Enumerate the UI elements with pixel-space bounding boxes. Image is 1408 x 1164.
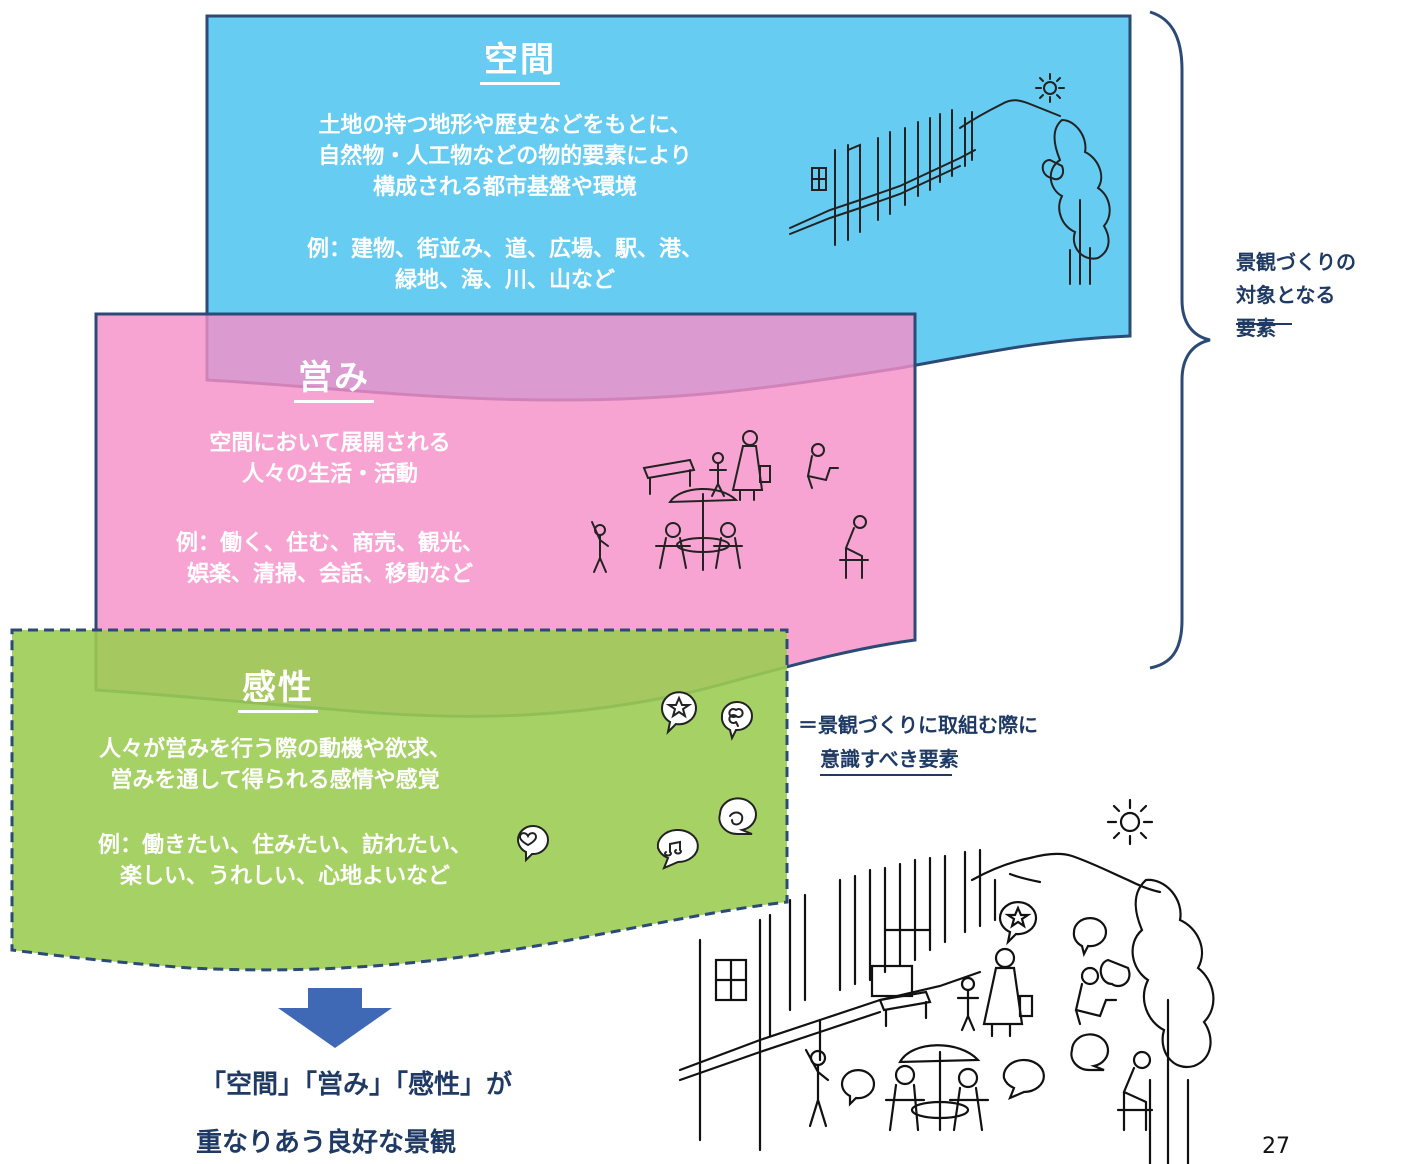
- conclusion-line1: 「空間」「営み」「感性」が: [200, 1070, 513, 1100]
- brace-note-line: 景観づくりの: [1236, 250, 1356, 274]
- sensibility-note-underlined: 意識すべき: [820, 747, 919, 771]
- sensibility-box: [10, 628, 789, 972]
- space-desc-line: 自然物・人工物などの物的要素により: [318, 144, 692, 169]
- sensibility-example: 例：働きたい、住みたい、訪れたい、 楽しい、うれしい、心地よいなど: [30, 830, 540, 892]
- activity-desc-line: 人々の生活・活動: [241, 462, 418, 487]
- sensibility-example-line: 楽しい、うれしい、心地よいなど: [119, 864, 450, 889]
- swirl-bubble-icon: [718, 797, 757, 836]
- sensibility-note-line1: ＝景観づくりに取組む際に: [798, 713, 1038, 737]
- page-number: 27: [1262, 1134, 1290, 1159]
- music-bubble-icon: [656, 829, 699, 870]
- down-arrow-icon: [278, 988, 392, 1048]
- sensibility-description: 人々が営みを行う際の動機や欲求、 営みを通して得られる感情や感覚: [30, 734, 520, 796]
- curly-brace: [1149, 10, 1211, 670]
- sensibility-note: ＝景観づくりに取組む際に 意識すべき要素: [798, 708, 1038, 776]
- combined-landscape-sketch: [678, 798, 1215, 1164]
- brace-note-line: 要素: [1236, 316, 1276, 340]
- sensibility-note-line2: 意識すべき要素: [798, 742, 1038, 776]
- emotion-bubbles: [516, 691, 757, 870]
- activity-desc-line: 空間において展開される: [209, 431, 451, 456]
- activity-example: 例：働く、住む、商売、観光、 娯楽、清掃、会話、移動など: [120, 528, 540, 590]
- space-desc-line: 土地の持つ地形や歴史などをもとに、: [318, 113, 692, 138]
- sensibility-title: 感性: [198, 660, 358, 713]
- sensibility-desc-line: 営みを通して得られる感情や感覚: [110, 768, 440, 793]
- space-example-line: 例：建物、街並み、道、広場、駅、港、: [306, 237, 703, 262]
- space-title: 空間: [440, 32, 600, 85]
- brace-note: 景観づくりの 対象となる 要素: [1236, 246, 1356, 345]
- activity-example-line: 例：働く、住む、商売、観光、: [175, 531, 484, 556]
- conclusion-line2: 重なりあう良好な景観: [196, 1128, 457, 1158]
- street-sketch-icon: [789, 73, 1111, 285]
- sensibility-note-rest: 要素: [918, 747, 959, 771]
- space-description: 土地の持つ地形や歴史などをもとに、 自然物・人工物などの物的要素により 構成され…: [240, 110, 770, 203]
- activity-example-line: 娯楽、清掃、会話、移動など: [186, 562, 473, 587]
- activity-title: 営み: [254, 350, 414, 403]
- people-sketch-icon: [591, 430, 869, 579]
- space-desc-line: 構成される都市基盤や環境: [372, 175, 637, 200]
- activity-description: 空間において展開される 人々の生活・活動: [130, 428, 530, 490]
- sensibility-example-line: 例：働きたい、住みたい、訪れたい、: [97, 833, 472, 858]
- space-example: 例：建物、街並み、道、広場、駅、港、 緑地、海、川、山など: [240, 234, 770, 296]
- brace-note-line: 対象となる: [1236, 283, 1336, 307]
- space-example-line: 緑地、海、川、山など: [394, 268, 615, 293]
- sensibility-desc-line: 人々が営みを行う際の動機や欲求、: [98, 737, 451, 762]
